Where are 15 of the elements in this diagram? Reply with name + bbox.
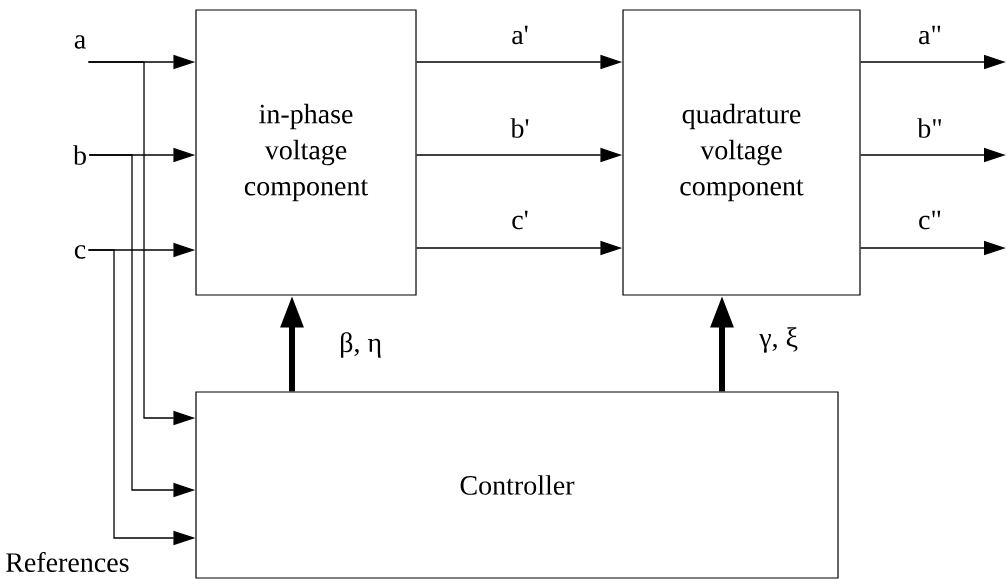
edge-label: a" (917, 24, 943, 46)
input-label: b (73, 145, 86, 165)
block-box: Controller (195, 391, 839, 579)
edge-label: β, η (338, 331, 384, 359)
edge-label: a' (510, 24, 530, 46)
block-box: in-phase voltage component (195, 9, 417, 296)
edge-label: b' (509, 117, 531, 139)
input-label: a (74, 35, 86, 49)
block-box: quadrature voltage component (622, 9, 861, 296)
edge-label: c" (917, 209, 943, 231)
signal-label: References (6, 552, 129, 572)
edge-label: c' (510, 209, 530, 231)
edge-label: b" (916, 117, 944, 139)
input-label: c (74, 245, 86, 259)
edge-label: γ, ξ (758, 326, 800, 354)
